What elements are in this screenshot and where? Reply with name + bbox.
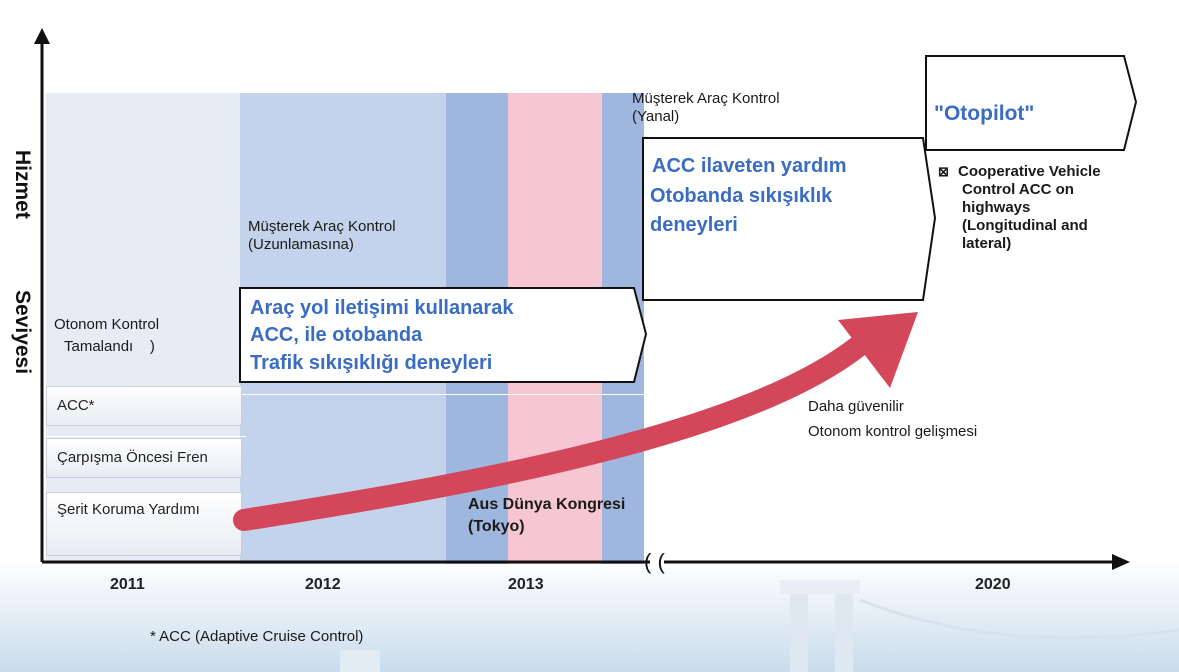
phase1-line2: Tamalandı ) [64,338,155,355]
band-2011 [46,93,240,564]
year-2013: 2013 [508,576,544,593]
year-2012: 2012 [305,576,341,593]
axis-break: ( ( [644,549,665,574]
reliable-line1: Daha güvenilir [808,398,904,415]
y-axis-label-bottom: Seviyesi [11,290,34,375]
phase3-line2: (Yanal) [632,108,680,125]
axes [34,28,1130,570]
cooperative-bullet-icon: ⊠ [938,164,949,179]
box3-shape [925,55,1138,151]
guide-line [46,436,246,437]
phase1-line1: Otonom Kontrol [54,316,160,333]
cooperative-line1: Cooperative Vehicle [958,163,1101,180]
cooperative-line4: (Longitudinal and [962,217,1088,234]
phase2-line2: (Uzunlamasına) [248,236,354,253]
left-item-acc: ACC* [46,386,242,426]
box2-line2: Otobanda sıkışıklık [650,185,833,207]
congress-line2: (Tokyo) [468,518,525,535]
left-item-lane: Şerit Koruma Yardımı [46,492,242,556]
box1-line3: Trafik sıkışıklığı deneyleri [250,352,493,374]
reliable-line2: Otonom kontrol gelişmesi [808,423,978,440]
phase2-line1: Müşterek Araç Kontrol [248,218,396,235]
left-item-brake: Çarpışma Öncesi Fren [46,438,242,478]
year-2011: 2011 [110,576,145,593]
cooperative-line2: Control ACC on [962,181,1074,198]
footnote: * ACC (Adaptive Cruise Control) [150,628,364,645]
cooperative-line5: lateral) [962,235,1012,252]
box2-line1: ACC ilaveten yardım [652,155,847,177]
congress-line1: Aus Dünya Kongresi [468,496,626,513]
y-axis-label-top: Hizmet [11,150,34,219]
otopilot-title: "Otopilot" [934,102,1035,125]
year-2020: 2020 [975,576,1011,593]
box2-line3: deneyleri [650,214,738,236]
cooperative-line3: highways [962,199,1031,216]
bridge-illustration [0,560,1179,672]
box2-shape [642,137,937,301]
box1-line2: ACC, ile otobanda [250,324,423,346]
box1-line1: Araç yol iletişimi kullanarak [250,297,514,319]
phase3-line1: Müşterek Araç Kontrol [632,90,780,107]
